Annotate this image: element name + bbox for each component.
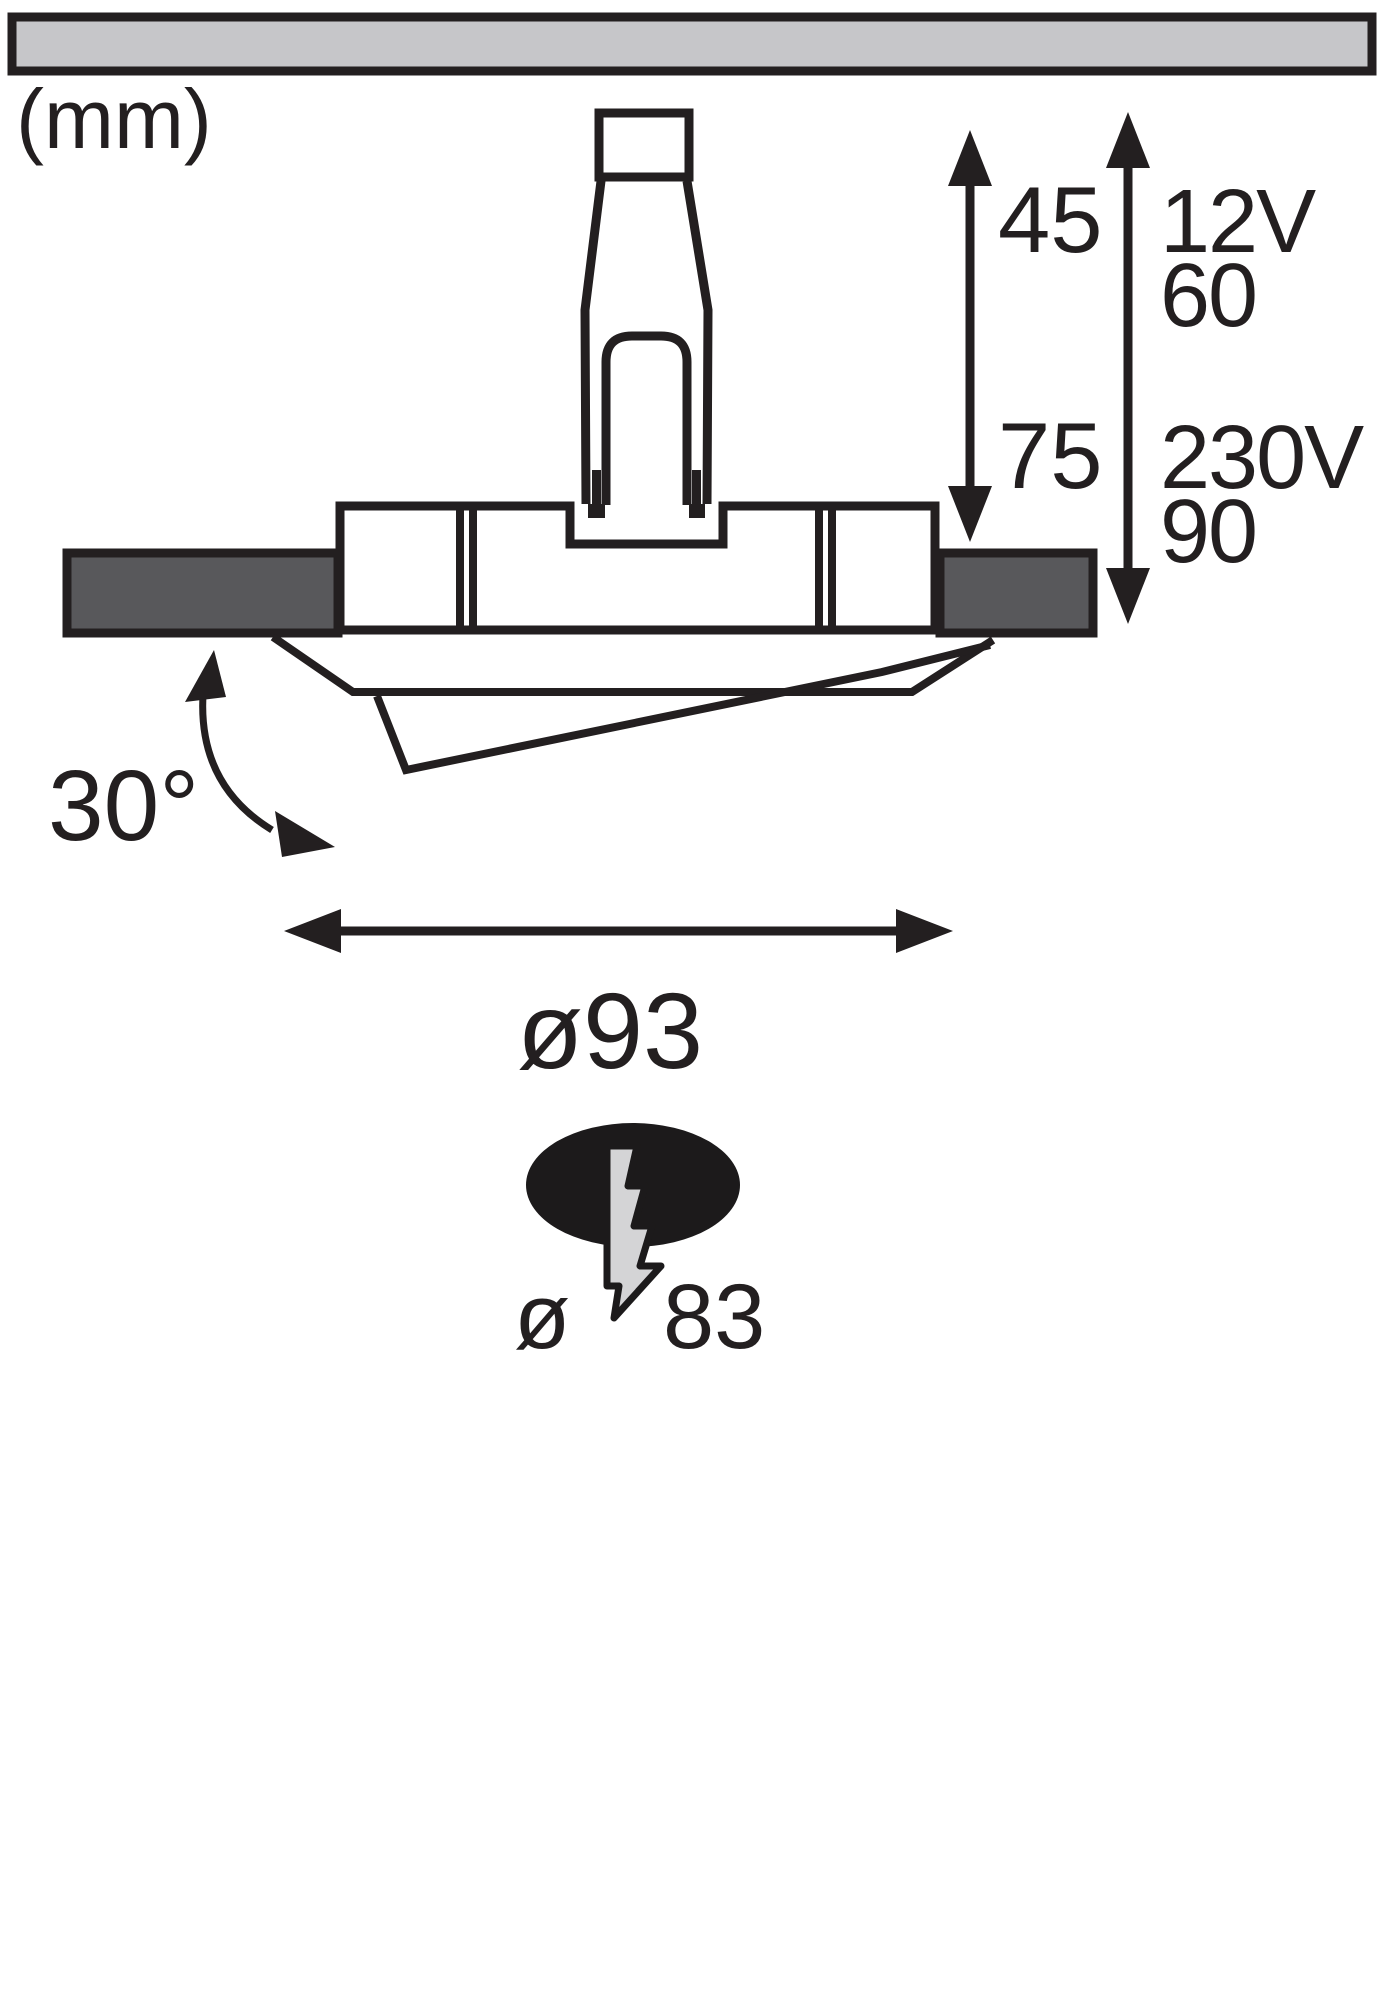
cutout-diameter-prefix: ø (514, 1266, 570, 1368)
voltage-12v-label: 12V (1160, 172, 1316, 272)
plug-connector (580, 108, 713, 518)
mounting-flange-left (62, 548, 343, 638)
dimension-arrow-depth (948, 130, 992, 542)
depth-230v-label: 75 (998, 403, 1103, 508)
height-90-label: 90 (1160, 482, 1256, 582)
height-60-label: 60 (1160, 246, 1256, 346)
contact-pins (588, 470, 705, 518)
housing-body (335, 501, 940, 635)
housing-divider-right (815, 506, 836, 630)
dimension-arrow-diameter (284, 909, 953, 953)
trim-ring (270, 633, 996, 696)
tilt-angle-label: 30° (48, 750, 199, 862)
outer-diameter-label: ø93 (517, 970, 703, 1091)
cable-loop (601, 331, 692, 505)
voltage-230v-label: 230V (1160, 408, 1364, 508)
mounting-flange-right (935, 548, 1098, 638)
depth-12v-label: 45 (998, 167, 1103, 272)
tilt-arc-arrow (185, 650, 335, 857)
tilted-reflector (373, 641, 991, 775)
strain-relief-funnel (580, 180, 713, 505)
lightning-bolt-icon (603, 1142, 665, 1322)
unit-label: (mm) (16, 72, 212, 166)
dimension-arrow-total-height (1106, 112, 1150, 624)
cutout-diameter-value: 83 (663, 1266, 765, 1368)
housing-divider-left (456, 506, 477, 630)
ceiling-bar (7, 12, 1377, 76)
